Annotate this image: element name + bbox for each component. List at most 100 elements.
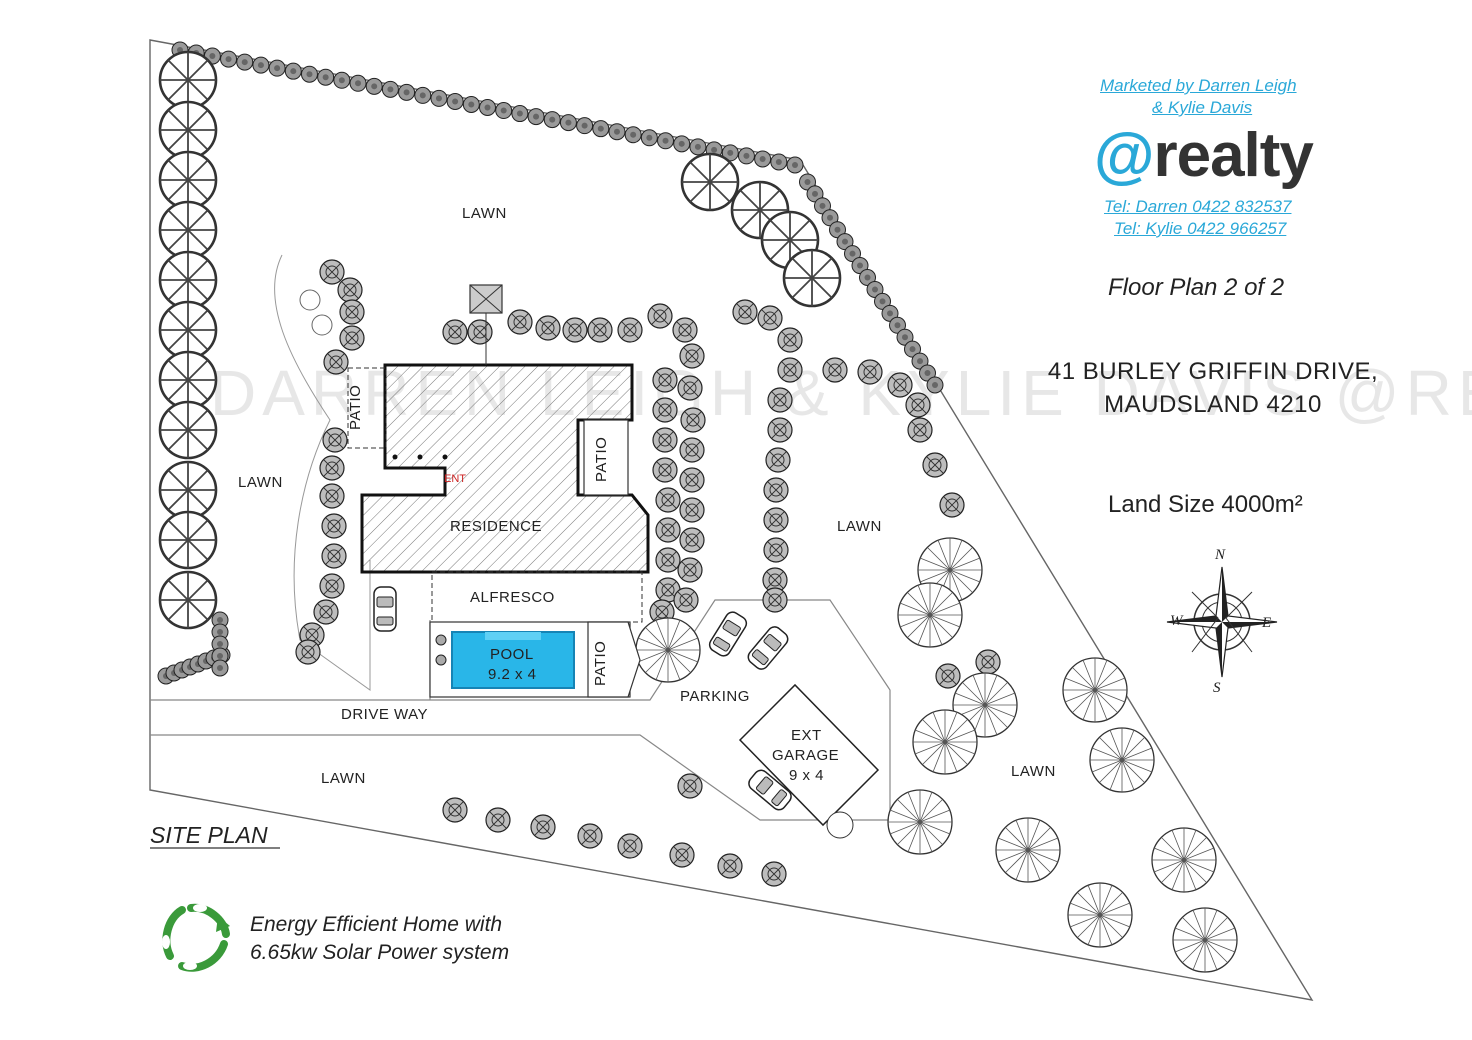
hedge-bush [754,150,772,168]
label-lawn-mid-right: LAWN [837,518,882,535]
hedge-bush [576,117,594,135]
label-garage-line1: EXT [791,727,822,744]
shrub [669,842,695,868]
hedge-bush [252,56,270,74]
label-patio-right: PATIO [593,436,610,482]
land-size: Land Size 4000m² [1108,491,1303,518]
hedge-bush [414,86,432,104]
shrub [887,372,913,398]
garden-bed-left [274,254,371,691]
shrub [677,557,703,583]
pool [429,621,641,698]
realty-logo: @realty [1094,120,1314,191]
shrub [677,773,703,799]
shrub [939,492,965,518]
shrub [822,357,848,383]
shrub [922,452,948,478]
shrub [319,573,345,599]
hedge-bush [211,659,229,677]
shrub [767,387,793,413]
hedge-bush [608,123,626,141]
tel-kylie[interactable]: Tel: Kylie 0422 966257 [1114,219,1287,238]
hedge-bush [770,153,788,171]
hedge-bush [673,135,691,153]
label-patio-pool: PATIO [592,640,609,686]
shrub [655,487,681,513]
shrub [905,392,931,418]
shrub [442,797,468,823]
tree [158,50,218,110]
large-tree [897,582,963,648]
large-tree [995,817,1061,883]
compass-south: S [1213,680,1221,696]
label-parking: PARKING [680,688,750,705]
compass-north: N [1215,547,1226,563]
hedge-bush [365,77,383,95]
hedge-bush [349,74,367,92]
shrub [530,814,556,840]
large-tree [1151,827,1217,893]
residence-building [347,284,650,623]
shrub [562,317,588,343]
realty-wordmark: realty [1153,121,1313,190]
compass-west: W [1170,613,1183,629]
site-plan-heading: SITE PLAN [150,822,268,848]
hedge-bush [446,92,464,110]
hedge-bush [398,83,416,101]
hedge-bush [737,147,755,165]
shrub [647,303,673,329]
hedge-bush [543,111,561,129]
shrub [337,277,363,303]
marketed-by-line2: & Kylie Davis [1152,98,1253,117]
hedge-bush [220,50,238,68]
hedge-bush [624,126,642,144]
shrub [322,427,348,453]
label-lawn-top: LAWN [462,205,507,222]
label-alfresco: ALFRESCO [470,589,555,606]
label-residence: RESIDENCE [450,518,543,535]
shrub [587,317,613,343]
tree [158,100,218,160]
label-pool-name: POOL [490,646,534,663]
shrub [679,527,705,553]
hedge-bush [495,102,513,120]
hedge-bush [511,105,529,123]
car-parking-1 [706,608,750,660]
hedge-bush [786,156,804,174]
shrub [321,543,347,569]
large-tree [912,709,978,775]
shrub [679,497,705,523]
shrub [757,305,783,331]
hedge-bush [657,132,675,150]
shrub [339,325,365,351]
large-tree [1172,907,1238,973]
label-lawn-bottom-right: LAWN [1011,763,1056,780]
shrub [323,349,349,375]
label-pool-size: 9.2 x 4 [488,666,537,683]
shrub [763,477,789,503]
label-driveway: DRIVE WAY [341,706,429,723]
hedge-bush [640,129,658,147]
shrub [672,317,698,343]
label-lawn-bottom-left: LAWN [321,770,366,787]
shrub [975,649,1001,675]
hedge-bush [462,95,480,113]
compass-east: E [1262,615,1272,631]
shrub [652,457,678,483]
tel-darren[interactable]: Tel: Darren 0422 832537 [1104,197,1292,216]
shrub [677,375,703,401]
shrub [617,833,643,859]
ext-garage [738,683,880,839]
label-lawn-left: LAWN [238,474,283,491]
shrub [761,861,787,887]
tree [158,510,218,570]
car-driveway [373,586,397,632]
shrub [767,417,793,443]
shrub [679,343,705,369]
shrub [617,317,643,343]
hedge-bush [268,59,286,77]
shrub [319,455,345,481]
shrub [577,823,603,849]
shrub [652,427,678,453]
tree [158,150,218,210]
